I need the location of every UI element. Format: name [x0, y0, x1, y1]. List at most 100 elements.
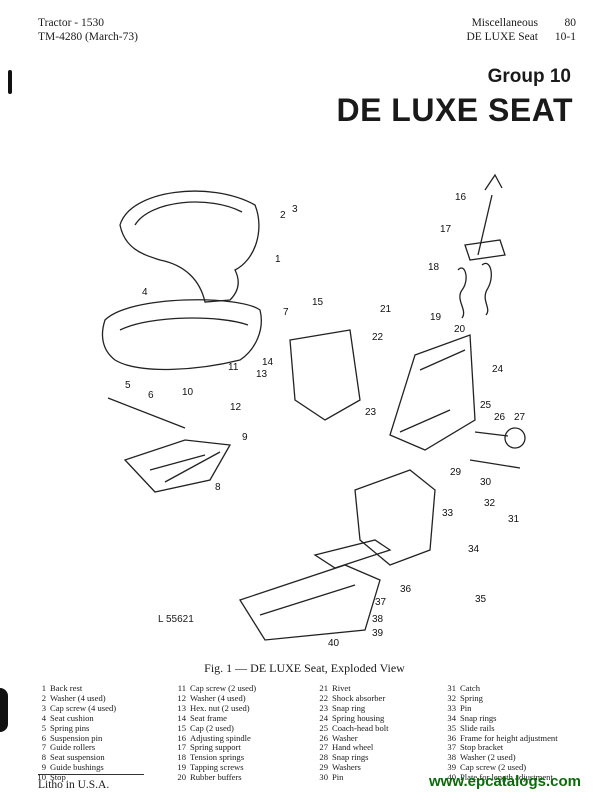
legend-text: Rubber buffers: [190, 772, 242, 783]
callout-37: 37: [375, 597, 387, 608]
callout-25: 25: [480, 400, 492, 411]
legend-number: 3: [41, 702, 46, 713]
callout-14: 14: [262, 357, 274, 368]
callout-19: 19: [430, 312, 442, 323]
legend-number: 33: [447, 702, 456, 713]
legend-number: 6: [41, 732, 46, 743]
legend-number: 24: [319, 712, 328, 723]
footer-litho: Litho in U.S.A.: [38, 779, 110, 791]
header-right: 80 10-1: [546, 16, 576, 44]
callout-10: 10: [182, 387, 194, 398]
legend-number: 13: [177, 702, 186, 713]
legend-text: Washer (2 used): [460, 752, 516, 763]
callout-9: 9: [242, 432, 248, 443]
legend-text: Cap screw (2 used): [190, 683, 257, 693]
legend-text: Cap screw (2 used): [460, 762, 527, 773]
callout-38: 38: [372, 614, 384, 625]
legend-text: Washer (4 used): [50, 692, 106, 703]
callout-labels: 1234567891011121314151617181920212223242…: [125, 192, 526, 649]
legend-number: 1: [41, 683, 46, 693]
legend-text: Suspension pin: [50, 732, 103, 743]
seat-frame-drawing: [289, 329, 361, 421]
callout-30: 30: [480, 477, 492, 488]
legend-number: 14: [177, 712, 186, 723]
callout-17: 17: [440, 224, 452, 235]
legend-text: Pin: [332, 772, 344, 783]
callout-23: 23: [365, 407, 377, 418]
legend-text: Cap (2 used): [190, 722, 234, 733]
legend-text: Stop: [50, 772, 66, 783]
legend-item: 30 Pin: [312, 772, 389, 783]
callout-34: 34: [468, 544, 480, 555]
legend-text: Seat suspension: [50, 752, 105, 763]
legend-item: 24 Spring housing: [312, 712, 389, 724]
callout-24: 24: [492, 364, 504, 375]
legend-text: Hex. nut (2 used): [190, 702, 250, 713]
legend-number: 27: [319, 742, 328, 753]
callout-5: 5: [125, 380, 131, 391]
callout-31: 31: [508, 514, 520, 525]
legend-item: 39 Cap screw (2 used): [440, 762, 558, 773]
legend-number: 29: [319, 762, 328, 773]
callout-40: 40: [328, 638, 340, 649]
group-label: Group 10: [487, 66, 571, 87]
header-page-number: 80: [564, 17, 577, 29]
legend-number: 30: [319, 772, 328, 783]
figure-caption: Fig. 1 — DE LUXE Seat, Exploded View: [204, 661, 405, 675]
callout-32: 32: [484, 498, 496, 509]
legend-number: 25: [319, 722, 328, 733]
legend-item: 23 Snap ring: [312, 702, 389, 714]
legend-text: Pin: [460, 702, 472, 713]
callout-15: 15: [312, 297, 324, 308]
legend-text: Spring housing: [332, 712, 385, 723]
legend-number: 17: [177, 742, 186, 753]
seat-cushion-drawing: [101, 299, 262, 371]
legend-number: 23: [319, 702, 328, 713]
legend-item: 2 Washer (4 used): [30, 692, 116, 704]
legend-number: 26: [319, 732, 328, 743]
legend-number: 39: [447, 762, 456, 773]
callout-3: 3: [292, 204, 298, 215]
legend-number: 16: [177, 732, 186, 743]
legend-text: Shock absorber: [332, 692, 386, 703]
legend-text: Snap rings: [460, 712, 497, 723]
exploded-view-diagram: 1234567891011121314151617181920212223242…: [101, 173, 526, 649]
legend-number: 21: [319, 683, 328, 693]
callout-13: 13: [256, 369, 268, 380]
back-rest-drawing: [119, 190, 260, 303]
legend-text: Back rest: [50, 683, 83, 693]
callout-18: 18: [428, 262, 440, 273]
binder-mark: [8, 70, 12, 94]
figure-reference: L 55621: [158, 614, 194, 625]
legend-text: Plate for length adjustment: [460, 772, 553, 783]
legend-item: 1 Back rest: [30, 683, 116, 694]
callout-39: 39: [372, 628, 384, 639]
callout-11: 11: [228, 362, 239, 373]
legend-number: 2: [41, 692, 46, 703]
legend-text: Snap ring: [332, 702, 366, 713]
slide-rails-drawing: [313, 539, 392, 569]
legend-number: 35: [447, 722, 456, 733]
legend-text: Catch: [460, 683, 481, 693]
